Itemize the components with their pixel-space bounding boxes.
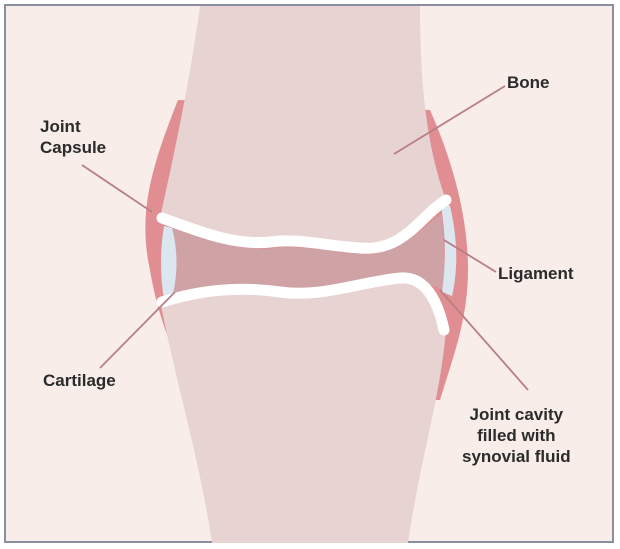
upper-bone-shape	[160, 6, 446, 248]
capsule-leader-line	[82, 165, 152, 212]
lower-bone-shape	[160, 276, 446, 543]
label-joint-capsule: Joint Capsule	[40, 116, 106, 158]
label-bone: Bone	[507, 72, 550, 93]
label-joint-cavity: Joint cavity filled with synovial fluid	[462, 404, 571, 467]
cartilage-leader-line	[100, 292, 175, 368]
label-cartilage: Cartilage	[43, 370, 116, 391]
label-ligament: Ligament	[498, 263, 574, 284]
